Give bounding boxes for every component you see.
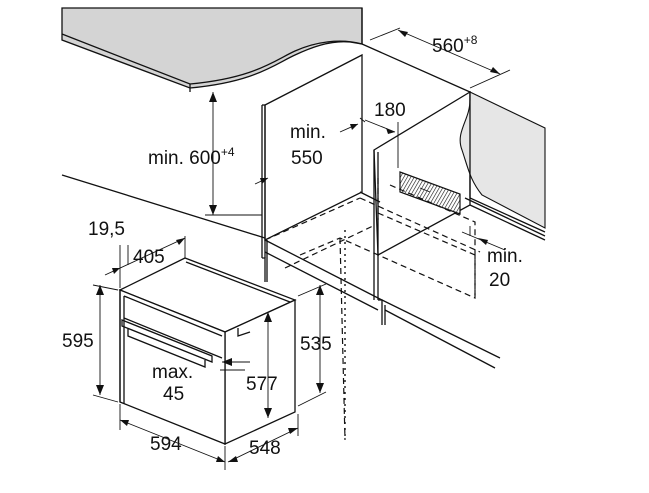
label-min-height: min. 600+4 — [148, 145, 235, 169]
label-top-depth: 405 — [133, 247, 165, 268]
label-inner-height: 577 — [246, 374, 278, 395]
oven-dimensions — [92, 236, 327, 470]
label-door-max-line1: max. — [152, 362, 193, 383]
label-min-depth-line2: 550 — [291, 148, 323, 169]
oven — [118, 257, 297, 446]
label-niche-width: 560+8 — [432, 33, 478, 57]
label-gap-min-line1: min. — [487, 246, 523, 267]
cabinet-floor — [264, 191, 381, 311]
countertop — [61, 7, 363, 92]
niche-dashed-outline — [264, 178, 481, 441]
label-min-depth-line1: min. — [290, 122, 326, 143]
base-lines — [61, 43, 501, 369]
countertop-right — [459, 91, 546, 241]
label-oven-depth: 548 — [249, 438, 281, 459]
label-oven-width: 594 — [150, 434, 182, 455]
niche-dimensions — [205, 27, 511, 251]
dimension-labels: 560+8 min. 600+4 min. 550 180 min. 20 19… — [62, 33, 523, 459]
label-vent-opening: 180 — [374, 100, 406, 121]
label-front-offset: 19,5 — [88, 219, 125, 240]
label-oven-height: 595 — [62, 331, 94, 352]
label-body-height: 535 — [300, 334, 332, 355]
label-door-max-line2: 45 — [163, 384, 184, 405]
vent-cutout — [397, 122, 461, 215]
label-gap-min-line2: 20 — [489, 270, 510, 291]
